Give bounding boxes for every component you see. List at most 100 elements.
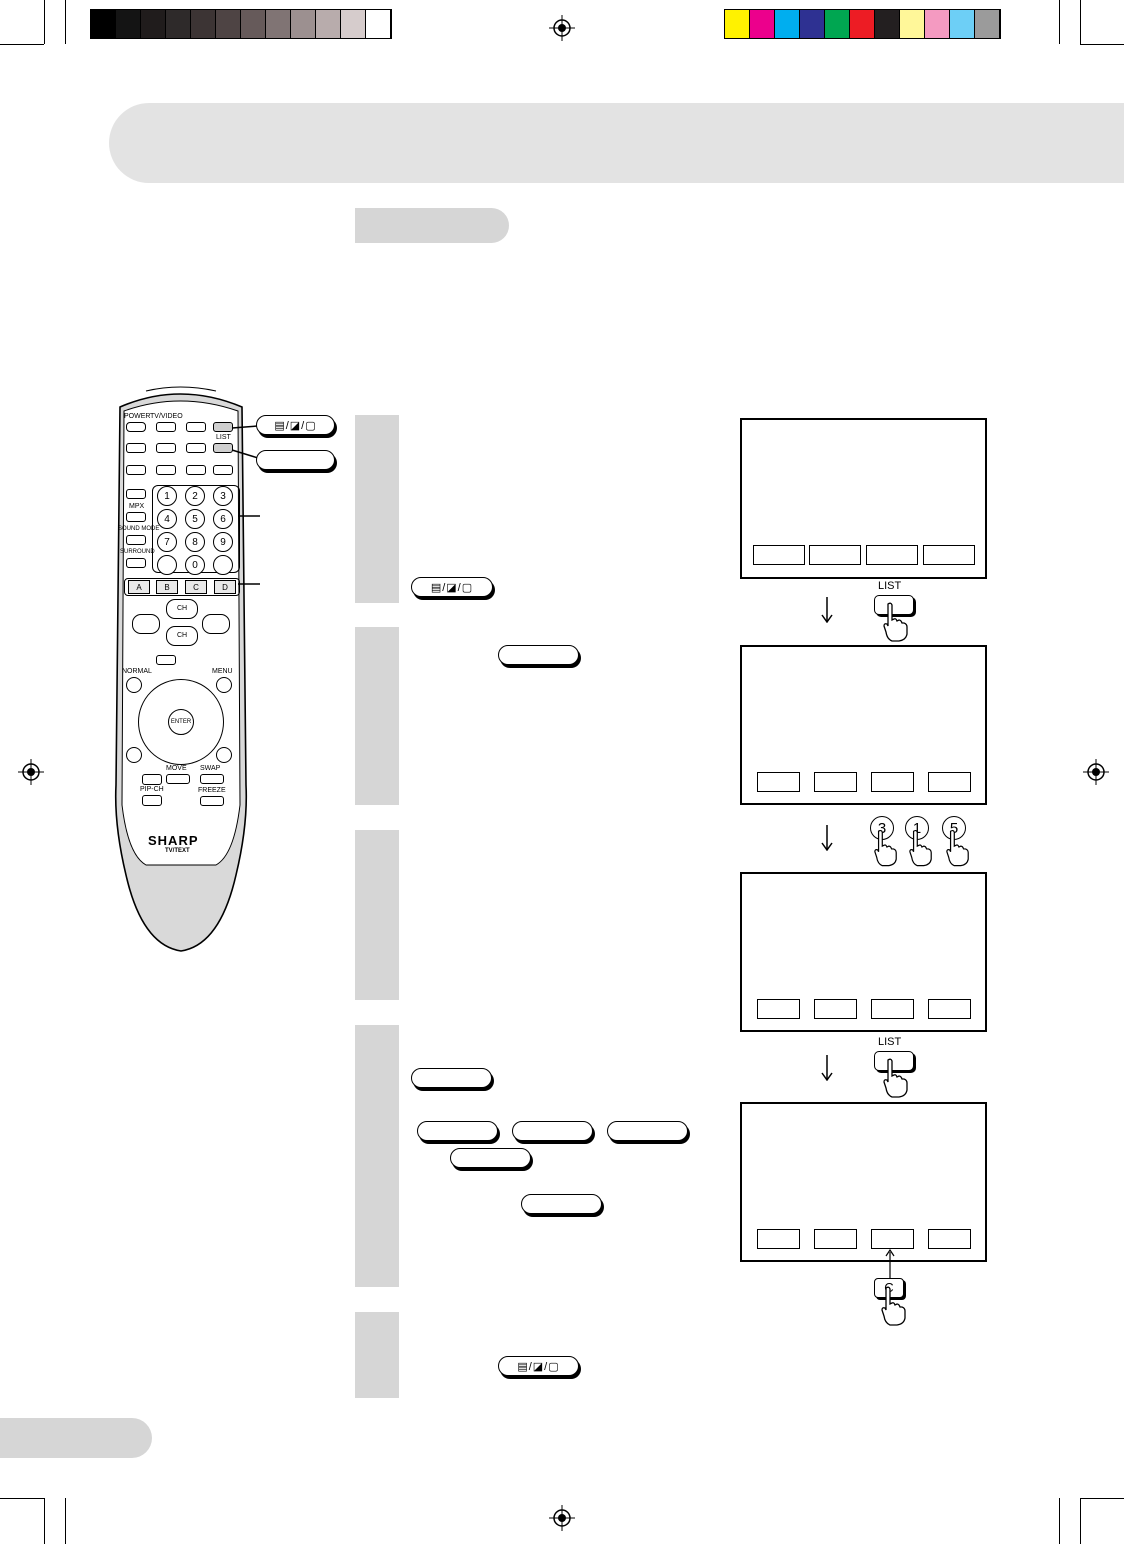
gray-swatch	[116, 10, 141, 38]
step-4-button[interactable]	[411, 1068, 492, 1088]
number-key-3[interactable]: 3	[213, 486, 233, 506]
tv-video-button[interactable]	[156, 422, 176, 432]
ch-down-button[interactable]: CH	[166, 626, 198, 646]
power-button[interactable]	[126, 422, 146, 432]
hand-pointer-icon	[881, 1286, 906, 1326]
arrow-up-icon	[885, 1248, 895, 1278]
power-label: POWER	[124, 413, 151, 420]
step-3-bar	[355, 830, 399, 1000]
color-key-a[interactable]: A	[128, 580, 150, 594]
list-box	[871, 772, 914, 792]
section-heading-pill	[355, 208, 509, 243]
text-mode-button[interactable]: ▤/◪/▢	[411, 577, 493, 597]
list-box	[757, 772, 800, 792]
hold-button[interactable]	[186, 422, 206, 432]
list-key-label: LIST	[878, 1036, 902, 1048]
ch-up-button[interactable]: CH	[166, 599, 198, 619]
surround-button[interactable]	[126, 558, 146, 568]
gray-swatch	[241, 10, 266, 38]
teletext-key-2[interactable]	[156, 443, 176, 453]
step-4-button-e[interactable]	[521, 1194, 602, 1214]
number-key-8[interactable]: 8	[185, 532, 205, 552]
teletext-key-6[interactable]	[186, 465, 206, 475]
crop-mark	[1080, 44, 1124, 45]
step-1-bar	[355, 415, 399, 603]
gray-swatch	[141, 10, 166, 38]
number-key-2[interactable]: 2	[185, 486, 205, 506]
color-key-d[interactable]: D	[214, 580, 236, 594]
ch-down-label: CH	[176, 632, 188, 639]
number-key-0[interactable]: 0	[185, 555, 205, 575]
color-key-b[interactable]: B	[156, 580, 178, 594]
step-4-button-c[interactable]	[607, 1121, 688, 1141]
freeze-button[interactable]	[200, 796, 224, 806]
text-mode-remote-button[interactable]	[213, 422, 233, 432]
view-mode-button[interactable]	[156, 655, 176, 665]
sound-mode-button[interactable]	[126, 535, 146, 545]
crop-mark	[65, 0, 66, 44]
teletext-key-5[interactable]	[156, 465, 176, 475]
move-button[interactable]	[166, 774, 190, 784]
sound-mode-label: SOUND MODE	[118, 526, 160, 532]
number-key-4[interactable]: 4	[157, 509, 177, 529]
step-4-button-b[interactable]	[512, 1121, 593, 1141]
volume-up-button[interactable]	[202, 614, 230, 634]
pip-button[interactable]	[126, 747, 142, 763]
color-swatch	[800, 10, 825, 38]
text-mix-tv-icon: ▤/◪/▢	[430, 581, 474, 594]
list-box	[814, 1229, 857, 1249]
list-box	[757, 1229, 800, 1249]
crop-mark	[1059, 0, 1060, 44]
step-2-button[interactable]	[498, 645, 579, 665]
pip-ch-up-button[interactable]	[142, 774, 162, 785]
number-key-1[interactable]: 1	[157, 486, 177, 506]
color-calibration-bar	[724, 9, 1001, 39]
swap-button[interactable]	[200, 774, 224, 784]
list-key-press: LIST	[872, 1036, 922, 1098]
callout-lines	[231, 425, 260, 585]
gray-swatch	[266, 10, 291, 38]
pip-ch-down-button[interactable]	[142, 795, 162, 806]
teletext-key-3[interactable]	[186, 443, 206, 453]
list-callout	[256, 450, 335, 470]
teletext-key-4[interactable]	[126, 465, 146, 475]
ch-up-label: CH	[176, 605, 188, 612]
number-key-5[interactable]: 5	[185, 509, 205, 529]
move-label: MOVE	[166, 765, 187, 772]
color-swatch	[875, 10, 900, 38]
mpx-label: MPX	[129, 503, 145, 510]
mpx-button[interactable]	[126, 512, 146, 522]
enter-button[interactable]: ENTER	[168, 709, 194, 735]
text-mode-button[interactable]: ▤/◪/▢	[498, 1356, 579, 1376]
mute-button[interactable]	[126, 489, 146, 499]
menu-button[interactable]	[216, 677, 232, 693]
flashback-key[interactable]	[157, 555, 177, 575]
arrow-down-icon	[821, 825, 833, 851]
list-button[interactable]	[213, 443, 233, 453]
pip-mode-button[interactable]	[216, 747, 232, 763]
gray-swatch	[291, 10, 316, 38]
enter-label: ENTER	[170, 719, 192, 725]
crop-mark	[1080, 0, 1081, 44]
volume-down-button[interactable]	[132, 614, 160, 634]
step-4-bar	[355, 1025, 399, 1287]
tv-screen-3	[740, 872, 987, 1032]
color-key-c[interactable]: C	[185, 580, 207, 594]
color-swatch	[725, 10, 750, 38]
teletext-key-7[interactable]	[213, 465, 233, 475]
color-swatch	[825, 10, 850, 38]
number-key-7[interactable]: 7	[157, 532, 177, 552]
list-label: LIST	[216, 434, 231, 441]
gray-swatch	[191, 10, 216, 38]
list-key	[874, 595, 914, 615]
normal-button[interactable]	[126, 677, 142, 693]
step-4-button-d[interactable]	[450, 1148, 531, 1168]
swap-label: SWAP	[200, 765, 221, 772]
number-key-9[interactable]: 9	[213, 532, 233, 552]
teletext-key-1[interactable]	[126, 443, 146, 453]
registration-mark-icon	[549, 15, 575, 41]
digit-toggle-key[interactable]	[213, 555, 233, 575]
number-key-6[interactable]: 6	[213, 509, 233, 529]
arrow-down-icon	[821, 597, 833, 623]
step-4-button-a[interactable]	[417, 1121, 498, 1141]
